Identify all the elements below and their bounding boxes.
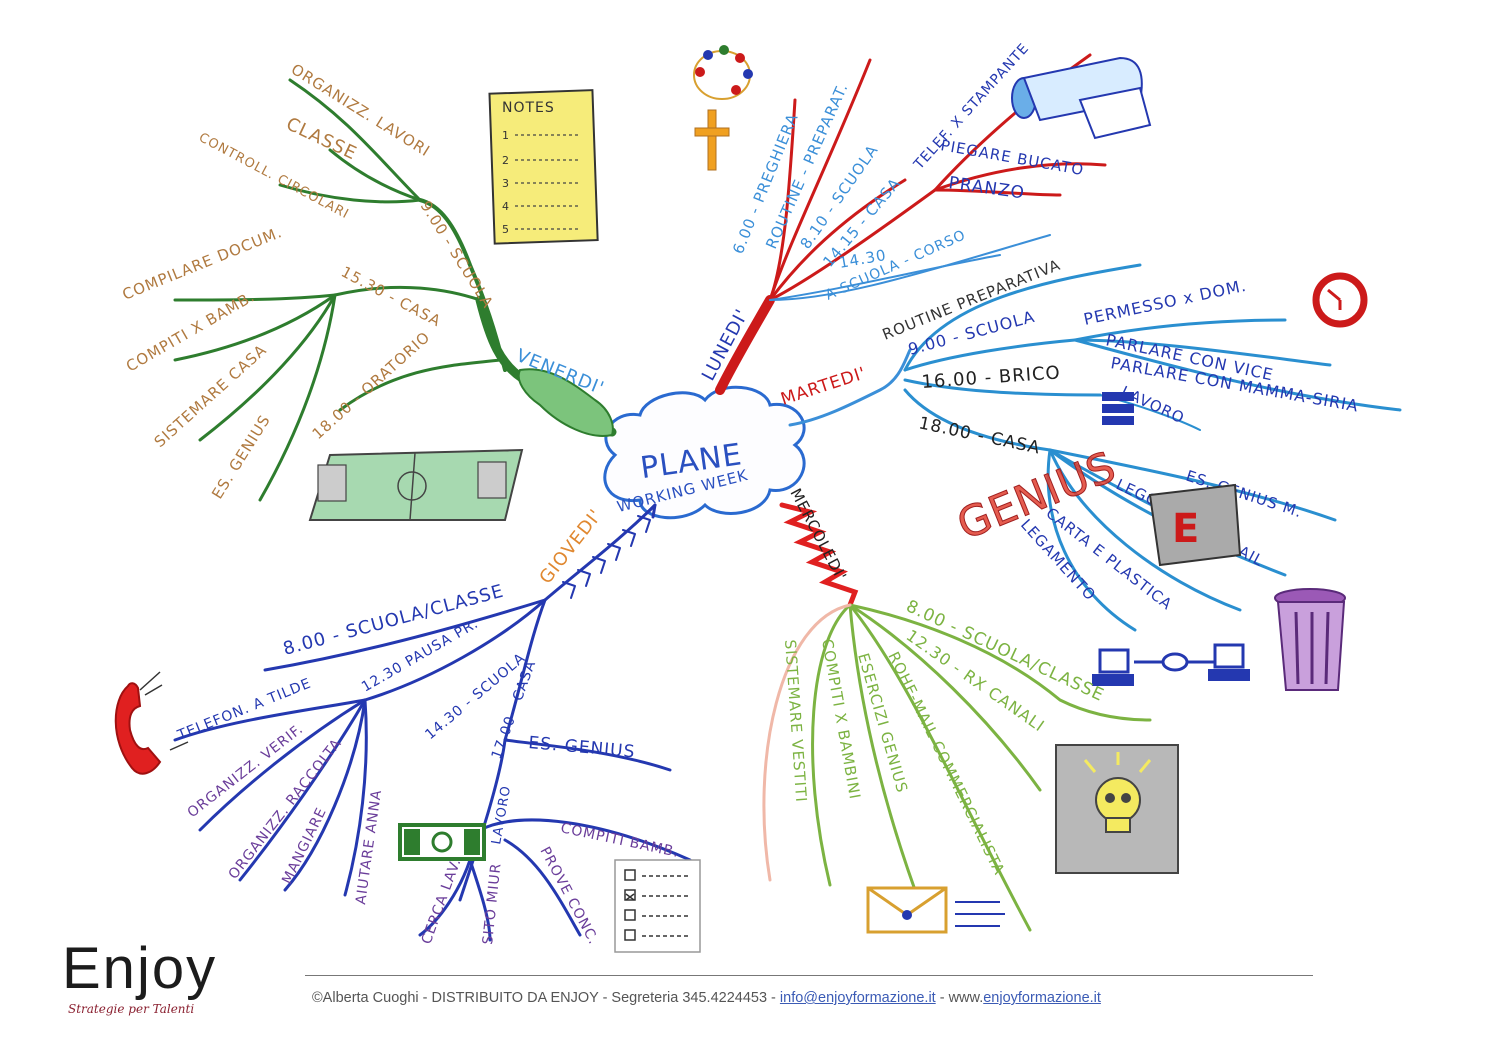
venerdi-leaf <box>517 368 614 437</box>
central-cloud: PLANE WORKING WEEK <box>603 385 806 520</box>
envelope-icon <box>866 886 1005 934</box>
checklist-icon <box>614 859 701 953</box>
svg-text:E: E <box>1172 506 1199 552</box>
giovedi-label: GIOVEDI' <box>535 505 606 588</box>
martedi-brico: 16.00 - BRICO <box>921 362 1062 393</box>
phone-icon <box>114 671 189 775</box>
lunedi-pranzo: PRANZO <box>947 173 1026 203</box>
clock-icon <box>1312 272 1368 328</box>
skull-icon <box>1055 744 1179 874</box>
credit-mid: - www. <box>935 990 984 1006</box>
giovedi-sito: SITO MIUR <box>480 862 505 945</box>
giovedi-compiti: COMPITI BAMB. <box>559 820 681 861</box>
venerdi-casa: 15.30 - CASA <box>338 263 444 331</box>
rosary-icon <box>693 45 753 171</box>
mercoledi-label-text: MERCOLEDI' <box>786 485 850 584</box>
notes-line-5: 5 <box>502 223 509 236</box>
martedi-casa: 18.00 - CASA <box>917 413 1042 458</box>
notes-icon: NOTES 1 2 3 4 5 <box>488 89 599 245</box>
printer-icon <box>1011 56 1152 140</box>
branch-lunedi <box>715 53 1107 395</box>
website-link[interactable]: enjoyformazione.it <box>983 990 1101 1006</box>
notes-line-3: 3 <box>502 177 509 190</box>
giovedi-aiutare: AIUTARE ANNA <box>353 788 385 905</box>
soccer-field-icon <box>308 448 524 521</box>
venerdi-compilare: COMPILARE DOCUM. <box>120 223 285 304</box>
branch-giovedi <box>173 503 692 942</box>
notes-line-1: 1 <box>502 129 509 142</box>
branch-martedi <box>788 263 1402 632</box>
notes-label: NOTES <box>502 100 555 116</box>
newspaper-icon: E <box>1148 483 1242 567</box>
branch-mercoledi <box>762 502 1152 932</box>
trash-bin-icon <box>1274 588 1346 691</box>
venerdi-organiz: ORGANIZZ. LAVORI <box>288 60 434 160</box>
email-link[interactable]: info@enjoyformazione.it <box>779 990 936 1006</box>
network-icon <box>1092 643 1250 686</box>
lunedi-bucato: PIEGARE BUCATO <box>939 136 1085 179</box>
money-icon <box>398 823 486 861</box>
notes-line-4: 4 <box>502 200 509 213</box>
venerdi-classe: CLASSE <box>283 113 360 164</box>
books-icon <box>1102 392 1134 425</box>
credit-text: ©Alberta Cuoghi - DISTRIBUITO DA ENJOY -… <box>312 990 780 1006</box>
mercoledi-vestiti: SISTEMARE VESTITI <box>781 639 810 803</box>
giovedi-esgenius: ES. GENIUS <box>528 733 637 762</box>
giovedi-cerca: CERCA LAV. <box>419 856 465 946</box>
footer-credit: ©Alberta Cuoghi - DISTRIBUITO DA ENJOY -… <box>312 990 1101 1006</box>
giovedi-raccolta: ORGANIZZ. RACCOLTA <box>226 736 346 883</box>
venerdi-oratorio: 18.00 - ORATORIO <box>309 328 434 443</box>
notes-line-2: 2 <box>502 154 509 167</box>
giovedi-prove: PROVE CONC. <box>536 844 601 947</box>
